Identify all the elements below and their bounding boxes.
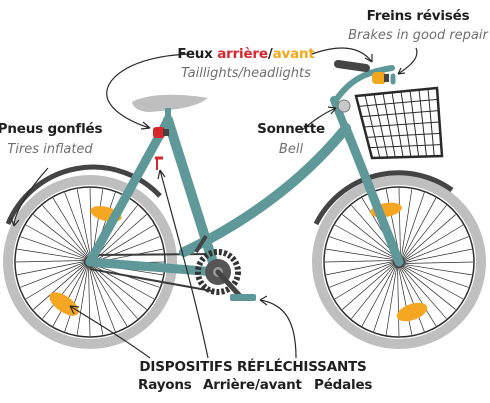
bell-label: Sonnette [257, 121, 325, 137]
spoke [33, 214, 87, 257]
spoke-reflector-front-bottom [394, 299, 430, 325]
spoke [326, 249, 394, 260]
spoke [399, 267, 424, 332]
spoke [404, 262, 473, 263]
spoke [329, 262, 394, 287]
frame [90, 68, 399, 272]
spoke [399, 188, 400, 257]
spoke [17, 249, 85, 260]
basket-wire [364, 122, 440, 127]
spoke [77, 266, 88, 334]
spoke [53, 198, 89, 257]
spoke [351, 265, 394, 319]
handlebar-grip [338, 64, 366, 68]
spoke [89, 267, 90, 336]
tires-caption: Tires inflated [7, 142, 92, 157]
arrow-lights-rear [107, 54, 190, 128]
reflectors-title: DISPOSITIFS RÉFLÉCHISSANTS [139, 359, 366, 375]
reflectors-spokes-label: Rayons [138, 377, 192, 393]
spoke [342, 264, 394, 310]
lights-label: Feux arrière/avant [177, 46, 314, 62]
spoke [93, 266, 147, 309]
spoke [403, 205, 446, 259]
brakes-caption: Brakes in good repair [348, 28, 488, 43]
spoke [404, 237, 469, 262]
spoke-reflector-rear-bottom [45, 288, 82, 321]
spoke [404, 225, 463, 261]
spoke [42, 205, 88, 257]
spoke [90, 188, 91, 257]
spoke [386, 266, 397, 334]
spoke [401, 189, 412, 257]
reflectors-pedals-label: Pédales [314, 377, 372, 393]
arrow-lights-front [312, 48, 372, 62]
basket [356, 88, 442, 158]
basket-wire [361, 111, 438, 117]
headlight [372, 72, 389, 84]
bell-caption: Bell [279, 142, 303, 157]
spoke [20, 262, 85, 287]
spoke [403, 264, 471, 275]
spoke [404, 214, 456, 260]
spoke [335, 263, 394, 299]
reflectors-rear-front-label: Arrière/avant [203, 377, 302, 393]
spoke [398, 267, 399, 336]
spoke [16, 261, 85, 262]
tires-label: Pneus gonflés [0, 121, 102, 137]
spoke [402, 266, 456, 309]
bell [338, 100, 350, 112]
spoke [90, 267, 115, 332]
arrow-pedals [260, 300, 296, 358]
brakes-label: Freins révisés [367, 8, 470, 24]
spoke [65, 192, 90, 257]
lights-label-front: avant [273, 46, 315, 62]
spoke [91, 267, 127, 326]
pedal [230, 294, 256, 301]
basket-wire [359, 99, 438, 106]
spoke [325, 261, 394, 262]
lights-label-prefix: Feux [177, 46, 217, 62]
lights-label-rear: arrière [217, 46, 268, 62]
arrow-brakes [398, 48, 417, 74]
basket-wire [367, 133, 441, 137]
basket-wire [369, 145, 441, 148]
lights-caption: Taillights/headlights [181, 66, 311, 81]
